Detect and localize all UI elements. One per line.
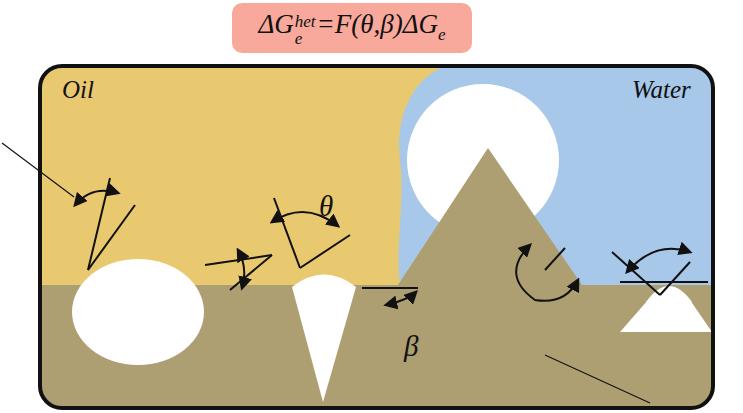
water-phase <box>399 66 713 285</box>
leader-line <box>2 143 74 197</box>
bubble <box>72 259 204 365</box>
substrate <box>40 66 713 408</box>
formula-box: ΔGhete=F(θ,β)ΔGe <box>232 3 472 53</box>
formula: ΔGhete=F(θ,β)ΔGe <box>258 9 445 46</box>
angle-marks <box>75 178 708 305</box>
formula-part: e <box>438 25 446 44</box>
substrate-peak <box>398 148 582 285</box>
formula-part: het <box>295 13 316 30</box>
formula-part: e <box>295 30 316 47</box>
formula-part: ΔG <box>258 9 293 39</box>
leader-line <box>545 355 650 403</box>
phase-label: Water <box>632 76 691 104</box>
angle-label: β <box>404 330 418 363</box>
formula-part: =F(θ,β)ΔG <box>317 9 439 39</box>
angle-label: θ <box>319 190 333 223</box>
notch-bubble <box>292 275 356 403</box>
frame <box>40 66 713 408</box>
phase-label: Oil <box>62 76 94 104</box>
